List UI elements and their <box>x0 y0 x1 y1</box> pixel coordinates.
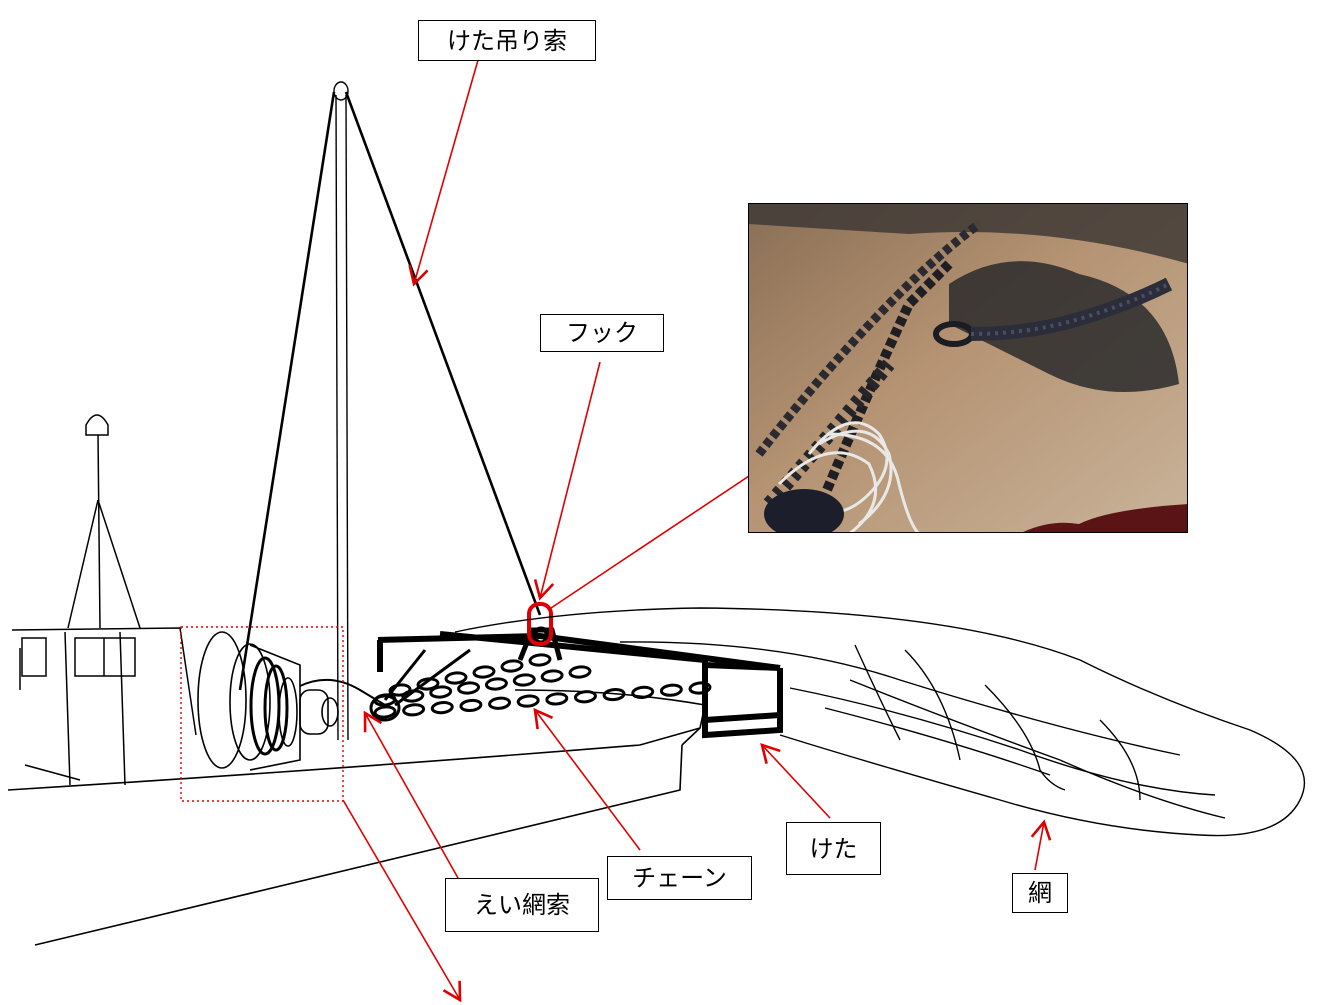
chain-link <box>373 705 397 719</box>
chain-link <box>416 677 440 691</box>
chain-link <box>528 653 552 667</box>
boat-hull <box>7 689 706 946</box>
arrow-keta <box>760 743 831 819</box>
wheelhouse <box>11 414 197 786</box>
chain-link <box>631 685 655 699</box>
winch <box>197 631 386 771</box>
label-ami-text: 網 <box>1028 879 1052 907</box>
chain-link <box>500 659 524 673</box>
chain-link <box>430 701 454 715</box>
chain-link <box>459 698 483 713</box>
arrow-chain <box>533 707 641 851</box>
arrow-eiamisaku <box>363 710 459 879</box>
label-hook: フック <box>540 314 664 352</box>
chain-link <box>457 681 481 695</box>
chain-shackle <box>369 694 401 722</box>
label-eiamisaku: えい網索 <box>445 878 599 932</box>
chain-link <box>573 690 597 704</box>
hook-highlight <box>527 602 553 646</box>
chain-link <box>444 671 468 685</box>
chain-link <box>688 681 712 695</box>
label-ami: 網 <box>1012 873 1068 913</box>
label-keta-tsuri-sakuzai: けた吊り索 <box>418 20 596 61</box>
chain-link <box>472 665 496 679</box>
chain-link <box>516 694 540 708</box>
hook-photo <box>748 203 1188 533</box>
label-keta-text: けた <box>809 834 858 863</box>
chain-link <box>602 687 626 702</box>
label-hook-text: フック <box>566 319 638 347</box>
arrow-keta-tsuri <box>408 59 479 287</box>
label-eiamisaku-text: えい網索 <box>474 891 570 919</box>
chain-link <box>484 677 508 691</box>
winch-highlight-box <box>180 626 344 802</box>
chain-link <box>545 692 569 706</box>
beam-frame <box>377 631 783 739</box>
label-keta: けた <box>786 822 881 875</box>
net <box>454 607 1305 837</box>
label-chain-text: チェーン <box>632 864 727 892</box>
label-keta-tsuri-sakuzai-text: けた吊り索 <box>447 26 567 55</box>
chain-link <box>388 683 412 697</box>
chain-link <box>568 665 592 679</box>
chain-link <box>512 673 536 687</box>
arrow-ami <box>1030 819 1052 871</box>
chain-link <box>540 669 564 683</box>
chains <box>369 648 712 722</box>
chain-link <box>488 696 512 710</box>
chain-link <box>402 703 426 717</box>
mast <box>238 81 542 741</box>
chain-link <box>429 685 453 699</box>
label-chain: チェーン <box>607 856 752 900</box>
arrow-winch-box <box>342 799 462 1003</box>
arrow-hook <box>533 361 601 601</box>
chain-lead <box>383 648 471 707</box>
chain-link <box>659 683 683 697</box>
